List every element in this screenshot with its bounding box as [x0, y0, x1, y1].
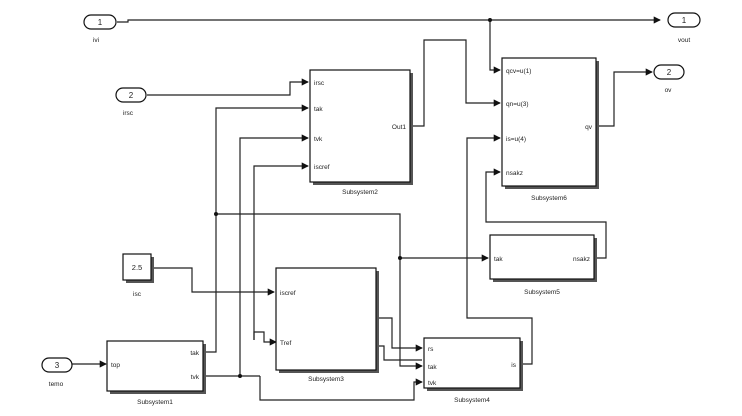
s6-in-is: is=u(4)	[506, 136, 526, 143]
s3-name: Subsystem3	[308, 376, 344, 383]
s2-in-tvk: tvk	[314, 136, 323, 143]
outport-ov[interactable]: 2 ov	[653, 64, 685, 94]
wire-tvk-s4[interactable]	[240, 376, 422, 401]
wire-irsc-s2[interactable]	[147, 78, 309, 96]
subsystem2[interactable]: irsc tak tvk iscref Out1 Subsystem2	[309, 69, 413, 196]
wire-s4-s6[interactable]	[466, 134, 533, 365]
s4-out-is: is	[511, 362, 516, 369]
s4-in-rs: rs	[428, 346, 434, 353]
s6-in-nsakz: nsakz	[506, 170, 523, 177]
s4-in-tvk: tvk	[428, 380, 437, 387]
outport-vout-number: 1	[682, 16, 687, 25]
s6-in-qcv: qcv=u(1)	[506, 68, 531, 75]
inport-ivi[interactable]: 1 ivi	[83, 14, 117, 44]
s1-out-tak: tak	[190, 350, 199, 357]
s4-in-tak: tak	[428, 364, 437, 371]
inport-ivi-label: ivi	[93, 37, 99, 44]
s6-name: Subsystem6	[531, 195, 567, 202]
outport-vout-label: vout	[678, 37, 690, 44]
s1-out-tvk: tvk	[191, 374, 200, 381]
wire-ivi-s6[interactable]	[489, 20, 501, 74]
outport-ov-number: 2	[667, 68, 672, 77]
wire-ivi-vout[interactable]	[117, 16, 661, 24]
constant-value: 2.5	[132, 263, 142, 272]
s2-in-iscref: iscref	[314, 164, 330, 171]
s3-in-tref: Tref	[280, 340, 292, 347]
wire-tak-bus[interactable]	[204, 104, 309, 353]
constant-label: isc	[133, 291, 142, 298]
inport-temo-number: 3	[55, 361, 60, 370]
subsystem6[interactable]: qcv=u(1) qn=u(3) is=u(4) nsakz qv Subsys…	[501, 57, 599, 202]
s4-name: Subsystem4	[454, 397, 490, 404]
wire-tak-right[interactable]	[216, 213, 489, 262]
subsystem5[interactable]: tak nsakz Subsystem5	[489, 234, 597, 296]
s3-in-iscref: iscref	[280, 290, 296, 297]
s1-name: Subsystem1	[137, 399, 173, 406]
s5-name: Subsystem5	[524, 289, 560, 296]
s2-in-tak: tak	[314, 106, 323, 113]
constant-isc[interactable]: 2.5 isc	[122, 253, 154, 298]
wire-iscref-low[interactable]	[253, 331, 277, 346]
wire-s3-s4[interactable]	[378, 317, 423, 352]
inport-irsc[interactable]: 2 irsc	[115, 87, 147, 117]
wire-tak-s4[interactable]	[399, 258, 423, 370]
inport-ivi-number: 1	[98, 18, 103, 27]
s2-out-out1: Out1	[392, 124, 406, 131]
s2-name: Subsystem2	[342, 189, 378, 196]
inport-irsc-number: 2	[129, 91, 134, 100]
outport-ov-label: ov	[665, 87, 673, 94]
subsystem3[interactable]: iscref Tref Subsystem3	[275, 267, 379, 383]
s6-out-qv: qv	[585, 124, 593, 131]
s5-in-tak: tak	[494, 256, 503, 263]
inport-temo-label: temo	[49, 381, 64, 388]
s5-out-nsakz: nsakz	[573, 256, 590, 263]
s2-in-irsc: irsc	[314, 80, 325, 87]
inport-irsc-label: irsc	[123, 110, 134, 117]
s6-in-qn: qn=u(3)	[506, 101, 529, 108]
wire-s6-ov[interactable]	[598, 68, 653, 127]
signal-lines	[72, 16, 661, 401]
subsystem1[interactable]: top tak tvk Subsystem1	[106, 340, 206, 406]
outport-vout[interactable]: 1 vout	[667, 12, 701, 44]
wire-s5-s6[interactable]	[485, 168, 607, 259]
wire-iscref-s2[interactable]	[253, 162, 309, 340]
wire-tvk-bus[interactable]	[204, 134, 309, 377]
inport-temo[interactable]: 3 temo	[41, 357, 73, 388]
wire-isc-s3[interactable]	[154, 267, 275, 296]
wire-s2out-s6[interactable]	[412, 39, 501, 127]
subsystem4[interactable]: rs tak tvk is Subsystem4	[423, 337, 523, 404]
wire-s4-fb[interactable]	[378, 345, 422, 361]
s1-in-top: top	[111, 362, 120, 369]
